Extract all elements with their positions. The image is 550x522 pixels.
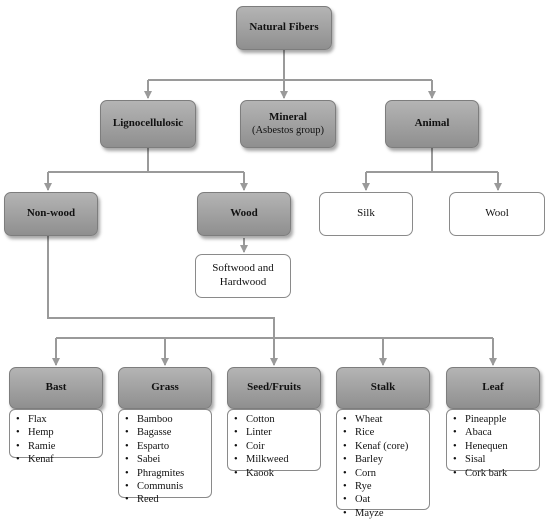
node-silk-label: Silk <box>357 207 375 220</box>
node-animal-label: Animal <box>414 117 450 130</box>
node-mineral: Mineral (Asbestos group) <box>240 100 336 148</box>
node-wood-label: Wood <box>230 207 258 220</box>
node-seed-fruits: Seed/Fruits <box>227 367 321 409</box>
list-item: Hemp <box>16 426 102 439</box>
node-mineral-sublabel: (Asbestos group) <box>251 125 325 137</box>
list-item: Cotton <box>234 413 320 426</box>
list-item: Linter <box>234 426 320 439</box>
node-softwood-hardwood-line1: Softwood and <box>212 262 274 275</box>
list-item: Reed <box>125 493 211 506</box>
node-silk: Silk <box>319 192 413 236</box>
node-softwood-hardwood-line2: Hardwood <box>219 276 267 288</box>
node-leaf: Leaf <box>446 367 540 409</box>
list-item: Kenaf <box>16 453 102 466</box>
list-item: Bagasse <box>125 426 211 439</box>
list-item: Kenaf (core) <box>343 440 429 453</box>
node-wood: Wood <box>197 192 291 236</box>
node-lignocellulosic: Lignocellulosic <box>100 100 196 148</box>
node-leaf-label: Leaf <box>482 381 504 394</box>
list-item: Abaca <box>453 426 539 439</box>
list-item: Bamboo <box>125 413 211 426</box>
node-stalk: Stalk <box>336 367 430 409</box>
list-item: Wheat <box>343 413 429 426</box>
list-item: Henequen <box>453 440 539 453</box>
node-bast: Bast <box>9 367 103 409</box>
list-item: Phragmites <box>125 467 211 480</box>
list-item: Flax <box>16 413 102 426</box>
list-item: Barley <box>343 453 429 466</box>
list-item: Sabei <box>125 453 211 466</box>
list-item: Esparto <box>125 440 211 453</box>
list-item: Rye <box>343 480 429 493</box>
node-wool-label: Wool <box>485 207 509 220</box>
list-item: Communis <box>125 480 211 493</box>
list-leaf: Pineapple Abaca Henequen Sisal Cork bark <box>446 409 540 479</box>
list-item: Pineapple <box>453 413 539 426</box>
list-item: Coir <box>234 440 320 453</box>
node-mineral-label: Mineral <box>269 110 307 123</box>
list-grass: Bamboo Bagasse Esparto Sabei Phragmites … <box>118 409 212 505</box>
node-animal: Animal <box>385 100 479 148</box>
node-natural-fibers-label: Natural Fibers <box>249 21 319 34</box>
list-item: Oat <box>343 493 429 506</box>
list-item: Milkweed <box>234 453 320 466</box>
list-item: Rice <box>343 426 429 439</box>
list-item: Mayze <box>343 507 429 520</box>
node-grass: Grass <box>118 367 212 409</box>
node-wool: Wool <box>449 192 545 236</box>
list-item: Kaook <box>234 467 320 480</box>
node-lignocellulosic-label: Lignocellulosic <box>112 117 184 130</box>
node-nonwood: Non-wood <box>4 192 98 236</box>
node-stalk-label: Stalk <box>370 381 396 394</box>
list-stalk: Wheat Rice Kenaf (core) Barley Corn Rye … <box>336 409 430 519</box>
node-nonwood-label: Non-wood <box>26 207 76 220</box>
node-natural-fibers: Natural Fibers <box>236 6 332 50</box>
list-item: Cork bark <box>453 467 539 480</box>
node-seed-fruits-label: Seed/Fruits <box>247 381 301 394</box>
list-item: Corn <box>343 467 429 480</box>
list-item: Sisal <box>453 453 539 466</box>
list-seed-fruits: Cotton Linter Coir Milkweed Kaook <box>227 409 321 479</box>
list-item: Ramie <box>16 440 102 453</box>
node-softwood-hardwood: Softwood and Hardwood <box>195 254 291 298</box>
connector-animal <box>366 148 498 173</box>
node-grass-label: Grass <box>151 381 179 394</box>
list-bast: Flax Hemp Ramie Kenaf <box>9 409 103 465</box>
connector-root <box>148 50 432 81</box>
connector-lignocellulosic <box>48 148 244 173</box>
node-bast-label: Bast <box>45 381 67 394</box>
